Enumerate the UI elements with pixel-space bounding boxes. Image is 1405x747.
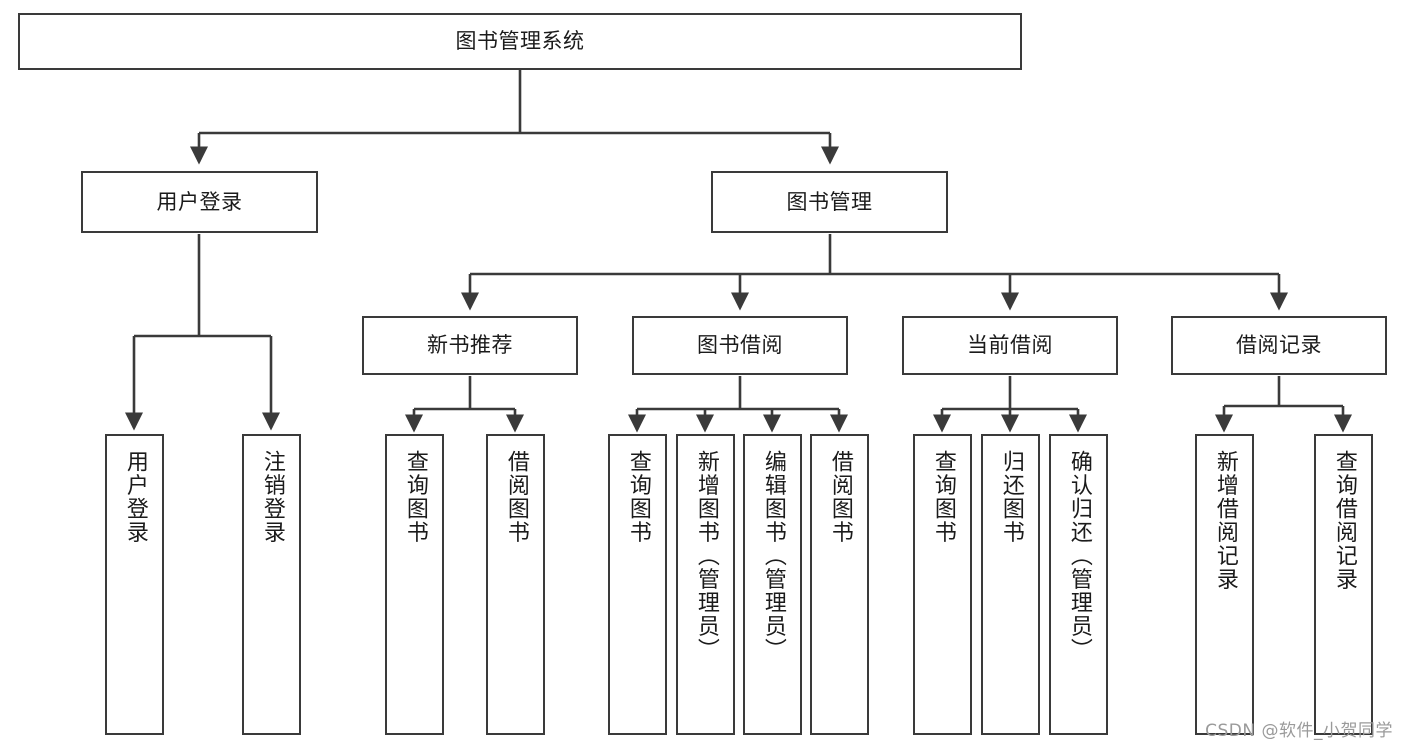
node-label: 图书借阅	[697, 333, 783, 358]
node-user-login[interactable]: 用户登录	[81, 171, 318, 233]
node-label: 注销登录	[259, 450, 285, 544]
leaf-borrow-edit-book-admin[interactable]: 编辑图书（管理员）	[743, 434, 802, 735]
node-label: 用户登录	[156, 189, 243, 214]
node-current-borrow[interactable]: 当前借阅	[902, 316, 1118, 375]
node-label: 用户登录	[122, 450, 148, 544]
leaf-recommend-borrow-book[interactable]: 借阅图书	[486, 434, 545, 735]
leaf-user-login-logout[interactable]: 注销登录	[242, 434, 301, 735]
node-root-system[interactable]: 图书管理系统	[18, 13, 1022, 70]
leaf-borrow-add-book-admin[interactable]: 新增图书（管理员）	[676, 434, 735, 735]
leaf-record-query-record[interactable]: 查询借阅记录	[1314, 434, 1373, 735]
node-label: 图书管理	[786, 189, 873, 214]
node-label: 新增借阅记录	[1212, 450, 1238, 591]
node-label: 归还图书	[998, 450, 1024, 544]
watermark-text: CSDN @软件_小贺同学	[1205, 721, 1393, 741]
node-borrow-record[interactable]: 借阅记录	[1171, 316, 1387, 375]
node-new-book-recommend[interactable]: 新书推荐	[362, 316, 578, 375]
node-label: 确认归还（管理员）	[1066, 450, 1092, 662]
node-label: 借阅记录	[1236, 333, 1322, 358]
node-label: 查询图书	[402, 450, 428, 544]
leaf-current-confirm-return-admin[interactable]: 确认归还（管理员）	[1049, 434, 1108, 735]
node-label: 当前借阅	[967, 333, 1053, 358]
node-book-borrow[interactable]: 图书借阅	[632, 316, 848, 375]
leaf-record-add-record[interactable]: 新增借阅记录	[1195, 434, 1254, 735]
node-label: 新书推荐	[427, 333, 513, 358]
node-label: 查询借阅记录	[1331, 450, 1357, 591]
node-label: 编辑图书（管理员）	[760, 450, 786, 662]
leaf-borrow-borrow-book[interactable]: 借阅图书	[810, 434, 869, 735]
leaf-borrow-query-book[interactable]: 查询图书	[608, 434, 667, 735]
leaf-current-return-book[interactable]: 归还图书	[981, 434, 1040, 735]
leaf-current-query-book[interactable]: 查询图书	[913, 434, 972, 735]
node-label: 查询图书	[625, 450, 651, 544]
leaf-user-login-signin[interactable]: 用户登录	[105, 434, 164, 735]
node-label: 查询图书	[930, 450, 956, 544]
node-label: 借阅图书	[827, 450, 853, 544]
node-label: 新增图书（管理员）	[693, 450, 719, 662]
node-label: 图书管理系统	[455, 29, 585, 54]
node-label: 借阅图书	[503, 450, 529, 544]
node-book-management[interactable]: 图书管理	[711, 171, 948, 233]
leaf-recommend-query-book[interactable]: 查询图书	[385, 434, 444, 735]
